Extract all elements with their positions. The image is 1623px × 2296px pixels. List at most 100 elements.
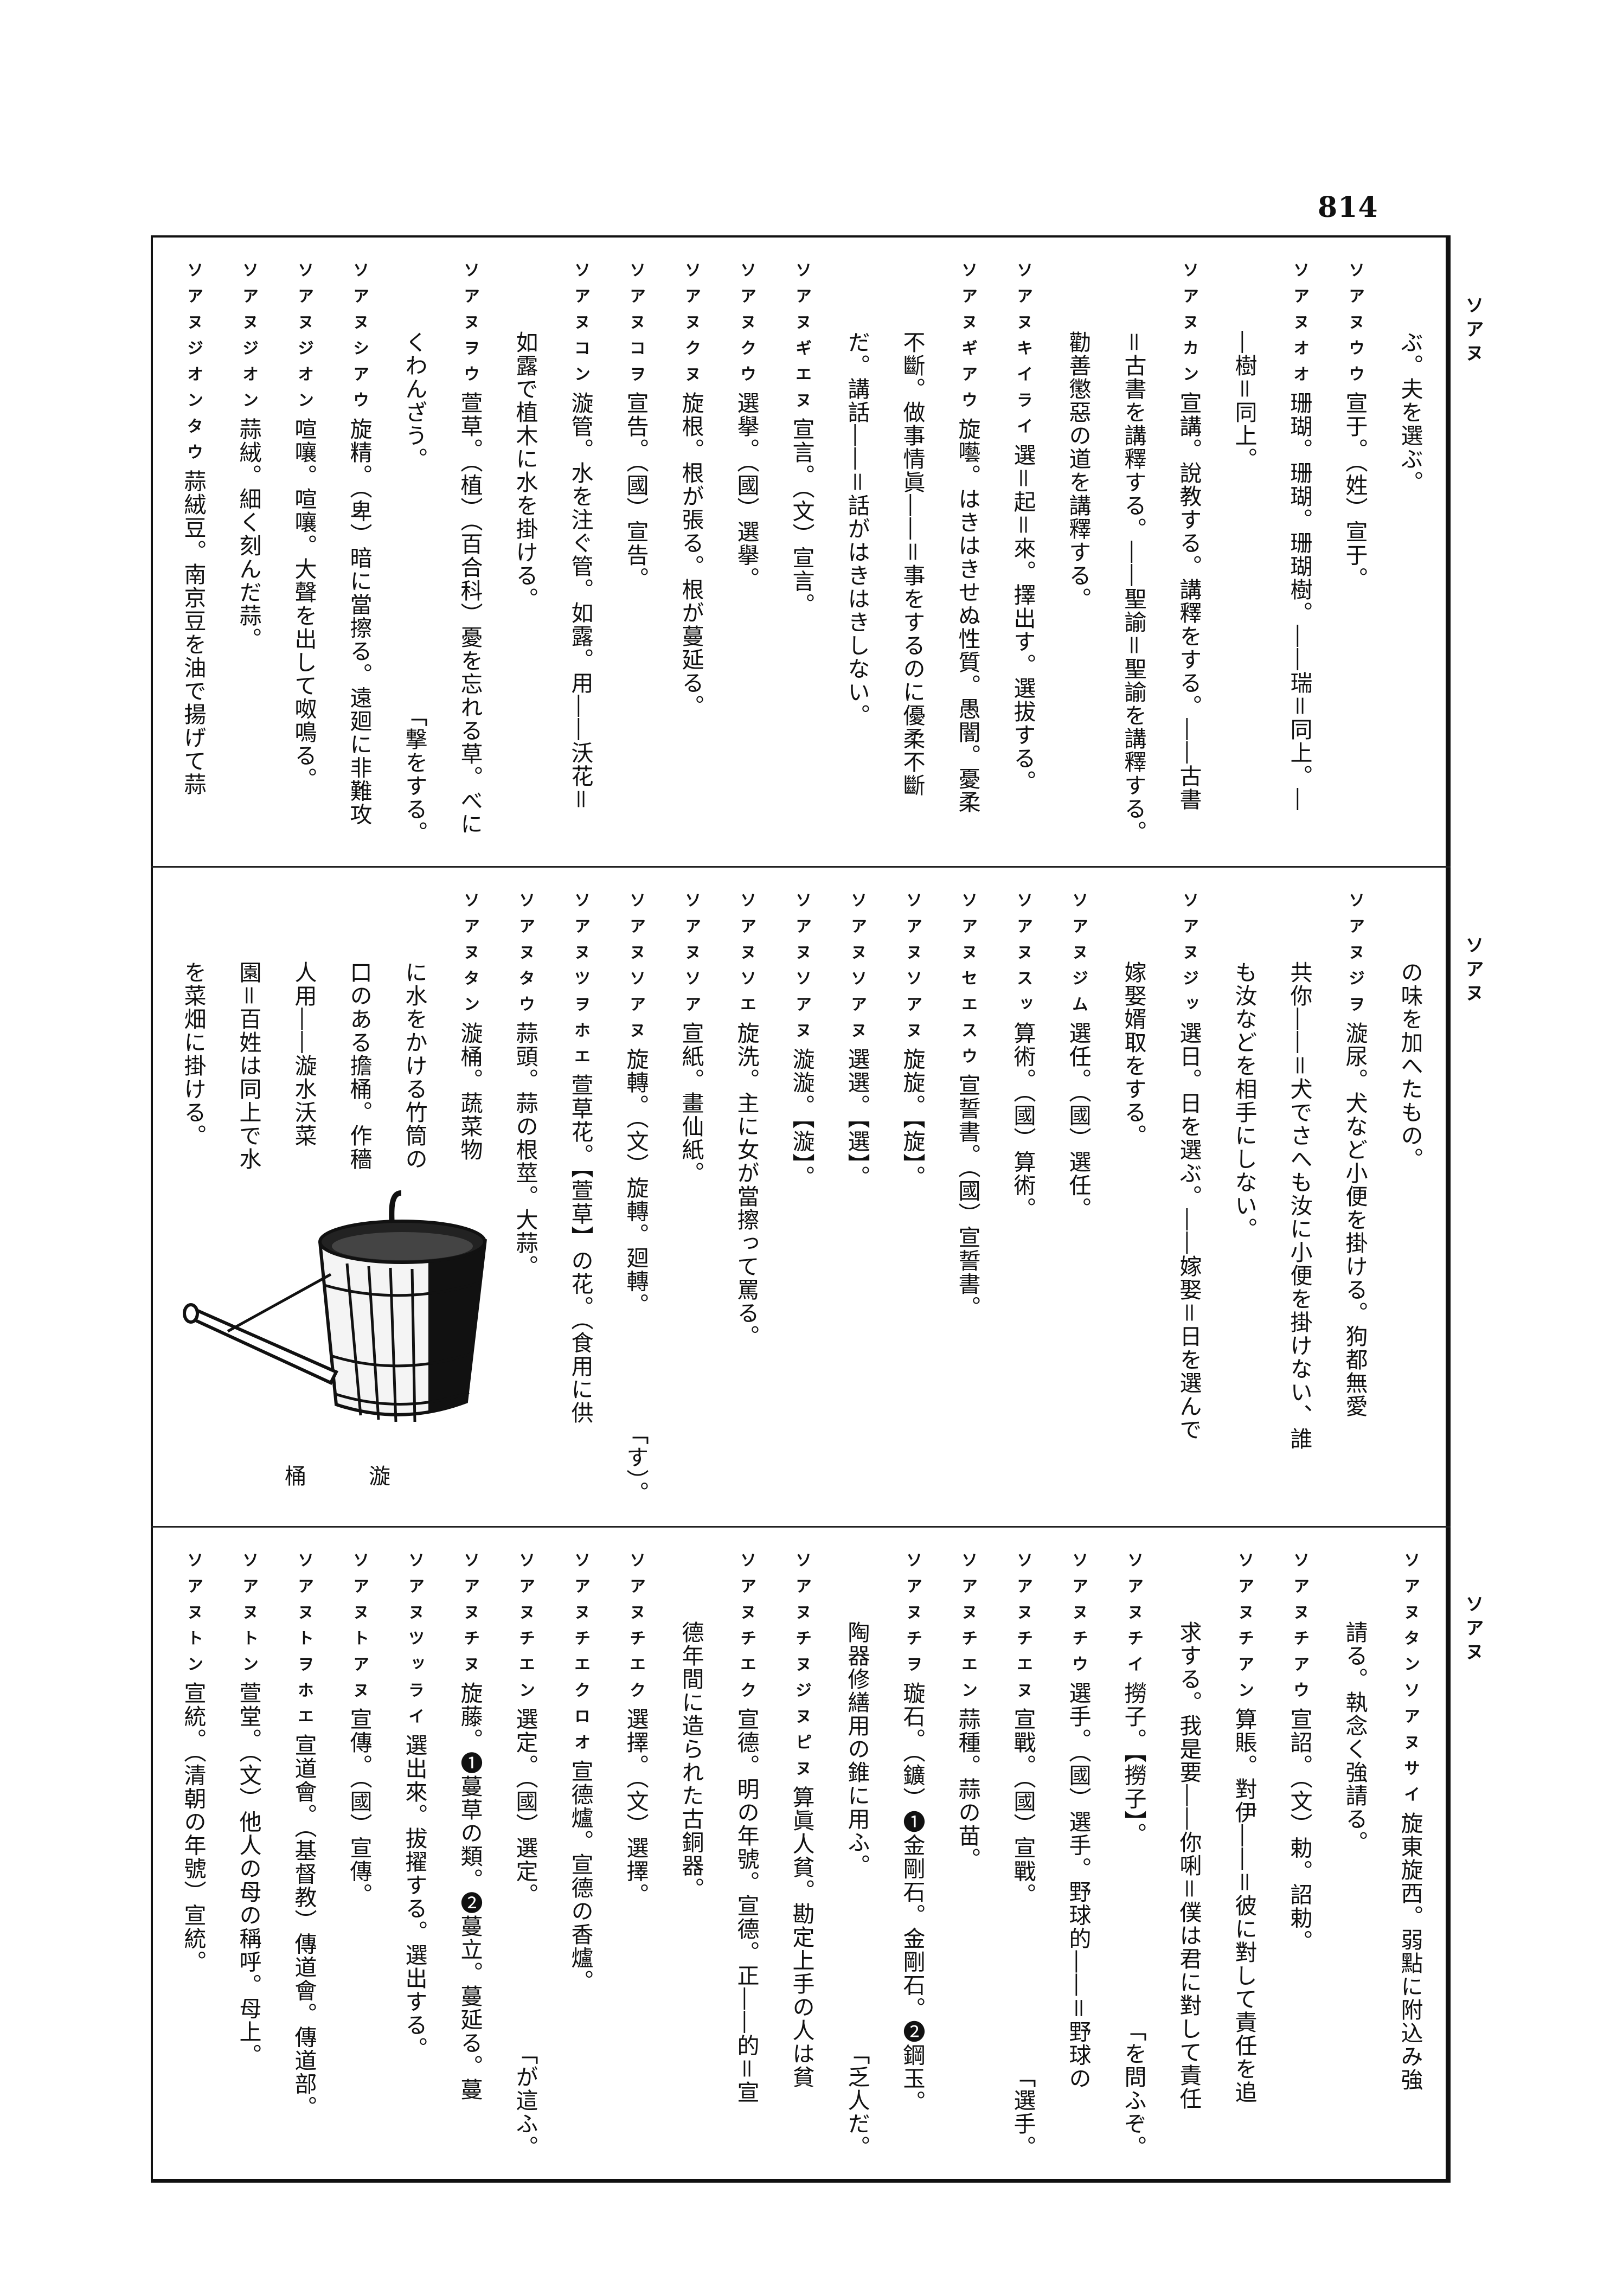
entry-definition: 萱草花。【萱草】の花。（食用に供 xyxy=(567,1074,593,1425)
entry-definition: 珊瑚。珊瑚。珊瑚樹。――瑞＝同上。― xyxy=(1286,392,1312,811)
dictionary-entry: ソアヌチエン選定。（國）選定。「が這ふ。 xyxy=(497,1528,553,2180)
entry-headword-kana: ソアヌタウ xyxy=(516,892,535,1022)
entry-headword-kana: ソアヌソエ xyxy=(737,892,756,1022)
entry-definition: 旋根。根が張る。根が蔓延る。 xyxy=(678,392,704,718)
entry-definition: 選擧。（國）選擧。 xyxy=(733,392,759,591)
dictionary-entry: ソアヌトン萱堂。（文）他人の母の稱呼。母上。 xyxy=(221,1528,276,2180)
entry-definition: 陶器修繕用の錐に用ふ。 xyxy=(844,1621,870,1877)
entry-continuation-line: 嫁娶婿取をする。 xyxy=(1106,868,1161,1526)
entry-headword-kana: ソアヌジオン xyxy=(239,261,258,418)
entry-continuation-line: 請る。執念く強請る。 xyxy=(1327,1528,1382,2180)
entry-headword-kana: ソアヌチヌジヌピヌ xyxy=(792,1551,811,1786)
dictionary-entry: ソアヌソア宣紙。畫仙紙。 xyxy=(663,868,719,1526)
entry-continuation-line: を菜畑に掛ける。 xyxy=(165,868,221,1526)
entry-continuation-line: ＝古書を講釋する。――聖諭＝聖諭を講釋する。 xyxy=(1106,238,1161,866)
runover-text: 「乏人だ。 xyxy=(844,2042,870,2159)
dictionary-entry: ソアヌツヲホエ萱草花。【萱草】の花。（食用に供 xyxy=(553,868,608,1526)
entry-definition: 蒜種。蒜の苗。 xyxy=(954,1708,980,1871)
entry-definition: 宣于。（姓）宣于。 xyxy=(1342,392,1368,591)
entry-headword-kana: ソアヌチアウ xyxy=(1290,1551,1309,1708)
entry-continuation-line: の味を加へたもの。 xyxy=(1382,868,1438,1526)
entry-headword-kana: ソアヌツヲホエ xyxy=(571,892,590,1074)
dictionary-entry: ソアヌトアヌ宣傳。（國）宣傳。 xyxy=(331,1528,387,2180)
entry-definition: 選選。【選】。 xyxy=(844,1048,870,1189)
entry-headword-kana: ソアヌスッ xyxy=(1013,892,1032,1022)
entry-definition: 旋藤。❶蔓草の類。❷蔓立。蔓延る。蔓 xyxy=(457,1682,483,2101)
dictionary-entry: ソアヌシアウ旋精。（卑）暗に當擦る。遠廻に非難攻 xyxy=(331,238,387,866)
entry-headword-kana: ソアヌチウ xyxy=(1069,1551,1088,1682)
entry-definition: 宣講。說教する。講釋をする。――古書 xyxy=(1176,392,1202,811)
entry-continuation-line: に水をかける竹筒の xyxy=(387,868,442,1526)
dictionary-entry: ソアヌコヲ宣告。（國）宣告。 xyxy=(608,238,663,866)
entry-headword-kana: ソアヌギエヌ xyxy=(792,261,811,418)
entry-headword-kana: ソアヌトヲホエ xyxy=(294,1551,313,1734)
dictionary-entry: ソアヌクウ選擧。（國）選擧。 xyxy=(719,238,774,866)
entry-definition: 宣詔。（文）勅。詔勅。 xyxy=(1286,1708,1312,1953)
entry-headword-kana: ソアヌジオンタウ xyxy=(184,261,203,470)
dictionary-entry: ソアヌヲウ萱草。（植）（百合科）憂を忘れる草。べに xyxy=(442,238,497,866)
entry-continuation-line: 如露で植木に水を掛ける。 xyxy=(497,238,553,866)
entry-definition: 嫁娶婿取をする。 xyxy=(1120,961,1146,1147)
dictionary-entry: ソアヌチアウ宣詔。（文）勅。詔勅。 xyxy=(1272,1528,1327,2180)
entry-headword-kana: ソアヌチエクロオ xyxy=(571,1551,590,1760)
entry-headword-kana: ソアヌジム xyxy=(1069,892,1088,1022)
dictionary-entry: ソアヌチエヌ宣戰。（國）宣戰。「選手。 xyxy=(995,1528,1050,2180)
dictionary-entry: ソアヌジヲ漩尿。犬など小便を掛ける。狗都無愛 xyxy=(1327,868,1382,1526)
dictionary-entry: ソアヌチヌジヌピヌ算眞人貧。勘定上手の人は貧 xyxy=(774,1528,829,2180)
dictionary-entry: ソアヌカン宣講。說教する。講釋をする。――古書 xyxy=(1161,238,1216,866)
entry-headword-kana: ソアヌチエン xyxy=(516,1551,535,1708)
section-divider xyxy=(151,1526,1451,1528)
entry-continuation-line: 園＝百姓は同上で水 xyxy=(221,868,276,1526)
dictionary-entry: ソアヌトヲホエ宣道會。（基督教）傳道會。傳道部。 xyxy=(276,1528,331,2180)
entry-definition: 德年間に造られた古銅器。 xyxy=(678,1621,704,1901)
entry-continuation-line: 人用――漩水沃菜 xyxy=(276,868,331,1526)
entry-definition: 漩桶。蔬菜物 xyxy=(457,1022,483,1162)
dictionary-entry: ソアヌコン漩管。水を注ぐ管。如露。用――沃花＝ xyxy=(553,238,608,866)
illustration-caption: 桶 xyxy=(285,1464,306,1489)
entry-continuation-line: 德年間に造られた古銅器。 xyxy=(663,1528,719,2180)
dictionary-entry: ソアヌジオン蒜絨。細く刻んだ蒜。 xyxy=(221,238,276,866)
entry-headword-kana: ソアヌチエク xyxy=(626,1551,645,1708)
entry-headword-kana: ソアヌソアヌ xyxy=(792,892,811,1048)
entry-definition: くわんざう。 xyxy=(401,331,427,471)
entry-continuation-line: 共你――＝犬でさへも汝に小便を掛けない、誰 xyxy=(1272,868,1327,1526)
entry-headword-kana: ソアヌギアウ xyxy=(958,261,977,418)
entry-headword-kana: ソアヌチエク xyxy=(737,1551,756,1708)
dictionary-section-top: ぶ。夫を選ぶ。ソアヌウウ宣于。（姓）宣于。ソアヌオオ珊瑚。珊瑚。珊瑚樹。――瑞＝… xyxy=(153,238,1438,866)
dictionary-entry: ソアヌチヌ旋藤。❶蔓草の類。❷蔓立。蔓延る。蔓 xyxy=(442,1528,497,2180)
entry-definition: 算術。（國）算術。 xyxy=(1010,1022,1036,1221)
entry-headword-kana: ソアヌタンソアヌサイ xyxy=(1401,1551,1420,1812)
entry-definition: 宣告。（國）宣告。 xyxy=(623,392,649,591)
entry-headword-kana: ソアヌチヌ xyxy=(460,1551,479,1682)
entry-headword-kana: ソアヌソアヌ xyxy=(626,892,645,1048)
dictionary-entry: ソアヌトン宣統。（清朝の年號）宣統。 xyxy=(165,1528,221,2180)
entry-headword-kana: ソアヌセエスウ xyxy=(958,892,977,1074)
dictionary-entry: ソアヌチエク選擇。（文）選擇。 xyxy=(608,1528,663,2180)
entry-definition: 選定。（國）選定。 xyxy=(512,1708,538,1907)
entry-headword-kana: ソアヌオオ xyxy=(1290,261,1309,392)
dictionary-entry: ソアヌジッ選日。日を選ぶ。――嫁娶＝日を選んで xyxy=(1161,868,1216,1526)
entry-headword-kana: ソアヌシアウ xyxy=(350,261,369,418)
entry-definition: 旋旋。【旋】。 xyxy=(899,1048,925,1189)
entry-continuation-line: 求する。我是要――你唎＝僕は君に對して責任 xyxy=(1161,1528,1216,2180)
entry-headword-kana: ソアヌチエン xyxy=(958,1551,977,1708)
entry-definition: 旋精。（卑）暗に當擦る。遠廻に非難攻 xyxy=(346,418,372,826)
dictionary-entry: ソアヌジオン喧嚷。喧嚷。大聲を出して呶鳴る。 xyxy=(276,238,331,866)
entry-headword-kana: ソアヌジヲ xyxy=(1345,892,1364,1022)
entry-definition: 宣言。（文）宣言。 xyxy=(788,418,814,617)
entry-headword-kana: ソアヌクウ xyxy=(737,261,756,392)
bucket-illustration xyxy=(183,1190,487,1422)
entry-definition: 漩管。水を注ぐ管。如露。用――沃花＝ xyxy=(567,392,593,811)
dictionary-entry: ソアヌソエ旋洗。主に女が當擦って罵る。 xyxy=(719,868,774,1526)
entry-headword-kana: ソアヌカン xyxy=(1179,261,1198,392)
entry-definition: の味を加へたもの。 xyxy=(1397,961,1423,1171)
runover-text: 「を問ふぞ。 xyxy=(1120,2019,1146,2159)
entry-headword-kana: ソアヌキイライ xyxy=(1013,261,1032,444)
entry-definition: 撈子。【撈子】。 xyxy=(1120,1682,1146,1846)
entry-continuation-line: 陶器修繕用の錐に用ふ。「乏人だ。 xyxy=(829,1528,884,2180)
dictionary-entry: ソアヌツッライ選出來。拔擢する。選出する。 xyxy=(387,1528,442,2180)
entry-definition: 宣統。（清朝の年號）宣統。 xyxy=(180,1682,206,1974)
entry-definition: 共你――＝犬でさへも汝に小便を掛けない、誰 xyxy=(1286,961,1312,1451)
dictionary-entry: ソアヌジオンタウ蒜絨豆。南京豆を油で揚げて蒜 xyxy=(165,238,221,866)
entry-definition: 旋東旋西。弱點に附込み強 xyxy=(1397,1812,1423,2092)
